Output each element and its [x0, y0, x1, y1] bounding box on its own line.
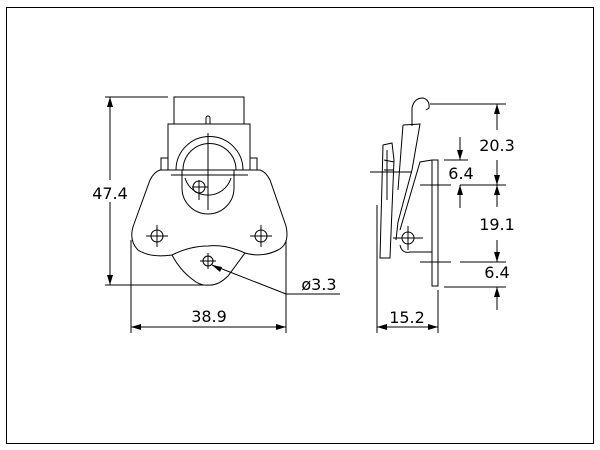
hole-leader-arrow	[212, 265, 222, 272]
width-dim-lines	[130, 240, 287, 333]
depth-dim-label: 15.2	[389, 308, 425, 327]
tab-left	[160, 157, 169, 171]
pin	[205, 115, 211, 124]
centerlines	[146, 133, 272, 269]
height-dim-lines	[105, 96, 205, 286]
top-block	[173, 96, 245, 125]
mount-plate	[431, 159, 439, 287]
side-ext-lines	[420, 103, 506, 288]
back-plate	[379, 142, 395, 259]
hole-leader	[211, 264, 340, 295]
front-view: 47.4 38.9 ø3.3	[92, 96, 340, 333]
latch-body	[131, 169, 288, 257]
drawing-border	[6, 7, 594, 444]
slot-top-dim-label: 6.4	[448, 164, 473, 183]
cam-inner-arc	[182, 143, 237, 171]
side-centerlines	[370, 171, 423, 250]
bottom-lobe	[171, 252, 246, 286]
pivot-boss	[399, 244, 432, 253]
lever	[395, 123, 421, 241]
width-dim-label: 38.9	[191, 307, 227, 326]
middle-block	[167, 123, 251, 171]
mid-dim-label: 19.1	[479, 215, 515, 234]
cam-outer-arc	[175, 136, 244, 171]
tab-right	[249, 157, 258, 171]
side-view: 20.3 6.4 19.1 6.4 15.2	[370, 97, 515, 333]
depth-dim-lines	[376, 205, 439, 333]
bottom-dim-label: 6.4	[484, 263, 509, 282]
cam-body	[181, 170, 235, 215]
hole-dim-label: ø3.3	[301, 275, 336, 294]
hook	[411, 97, 430, 126]
bracket-edge	[399, 159, 433, 231]
height-dim-label: 47.4	[92, 184, 128, 203]
top-dim-label: 20.3	[479, 136, 515, 155]
back-plate-detail	[383, 150, 395, 200]
